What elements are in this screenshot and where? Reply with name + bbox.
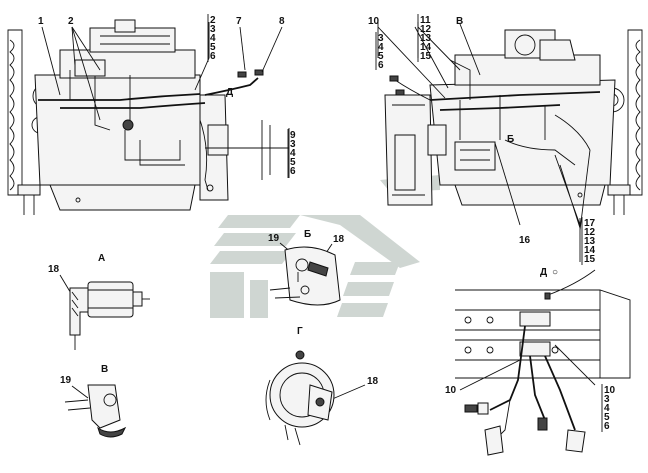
- svg-text:19: 19: [60, 375, 72, 386]
- svg-text:5: 5: [378, 51, 384, 62]
- leader-10-view-d: [459, 359, 521, 391]
- svg-text:6: 6: [210, 51, 216, 62]
- svg-text:Д: Д: [540, 267, 547, 278]
- callout-7: 7: [236, 16, 242, 27]
- svg-text:3: 3: [378, 33, 384, 44]
- callout-B-right: Б: [507, 134, 514, 145]
- svg-text:6: 6: [378, 60, 384, 71]
- view-d-callout-stack: 10 3 4 5 6: [604, 385, 616, 432]
- left-callout-stack-mid: 9 3 4 5 6: [290, 130, 296, 177]
- svg-text:14: 14: [420, 42, 432, 53]
- callout-10-right: 10: [368, 16, 380, 27]
- detail-view-d: Д ○: [455, 267, 631, 456]
- detail-view-b: Б 19 18: [268, 229, 345, 306]
- svg-text:6: 6: [290, 166, 296, 177]
- callout-1: 1: [38, 16, 44, 27]
- callout-10-view-d: 10: [445, 385, 457, 396]
- callout-8: 8: [279, 16, 285, 27]
- svg-text:11: 11: [420, 15, 431, 26]
- svg-text:2: 2: [210, 15, 216, 26]
- svg-text:Б: Б: [304, 229, 311, 240]
- svg-text:18: 18: [367, 376, 379, 387]
- svg-text:Г: Г: [297, 326, 303, 337]
- left-leader-lines: [41, 22, 290, 178]
- svg-text:15: 15: [420, 51, 432, 62]
- svg-text:5: 5: [210, 42, 216, 53]
- detail-view-g: Г 18: [265, 326, 379, 446]
- svg-text:13: 13: [584, 236, 596, 247]
- callout-16: 16: [519, 235, 531, 246]
- right-engine-view: [384, 29, 643, 215]
- svg-text:4: 4: [210, 33, 216, 44]
- svg-text:В: В: [101, 364, 108, 375]
- svg-text:5: 5: [604, 412, 610, 423]
- svg-text:14: 14: [584, 245, 596, 256]
- svg-text:○: ○: [552, 267, 558, 278]
- svg-text:4: 4: [290, 148, 296, 159]
- svg-text:18: 18: [48, 264, 60, 275]
- svg-text:4: 4: [378, 42, 384, 53]
- callout-2: 2: [68, 16, 74, 27]
- svg-text:9: 9: [290, 130, 296, 141]
- right-callout-stack-mid: 11 12 13 14 15: [420, 15, 432, 62]
- svg-text:17: 17: [584, 218, 596, 229]
- callout-D-left: Д: [226, 87, 233, 98]
- svg-text:3: 3: [210, 24, 216, 35]
- left-callout-stack-top: 2 3 4 5 6: [210, 15, 216, 62]
- detail-view-a: А 18: [48, 253, 150, 350]
- right-callout-stack-bottom: 17 12 13 14 15: [584, 218, 596, 265]
- stack-bars: [207, 14, 583, 265]
- svg-text:10: 10: [604, 385, 616, 396]
- left-engine-view: [7, 19, 271, 215]
- callout-V-right: В: [456, 16, 463, 27]
- svg-text:5: 5: [290, 157, 296, 168]
- right-callout-stack-left: 3 4 5 6: [378, 33, 384, 71]
- svg-text:18: 18: [333, 234, 345, 245]
- svg-text:12: 12: [584, 227, 596, 238]
- detail-view-v: В 19: [60, 364, 127, 438]
- svg-text:4: 4: [604, 403, 610, 414]
- svg-text:15: 15: [584, 254, 596, 265]
- svg-text:13: 13: [420, 33, 432, 44]
- svg-text:12: 12: [420, 24, 432, 35]
- svg-text:19: 19: [268, 233, 280, 244]
- svg-text:3: 3: [290, 139, 296, 150]
- svg-text:6: 6: [604, 421, 610, 432]
- svg-text:А: А: [98, 253, 105, 264]
- svg-text:3: 3: [604, 394, 610, 405]
